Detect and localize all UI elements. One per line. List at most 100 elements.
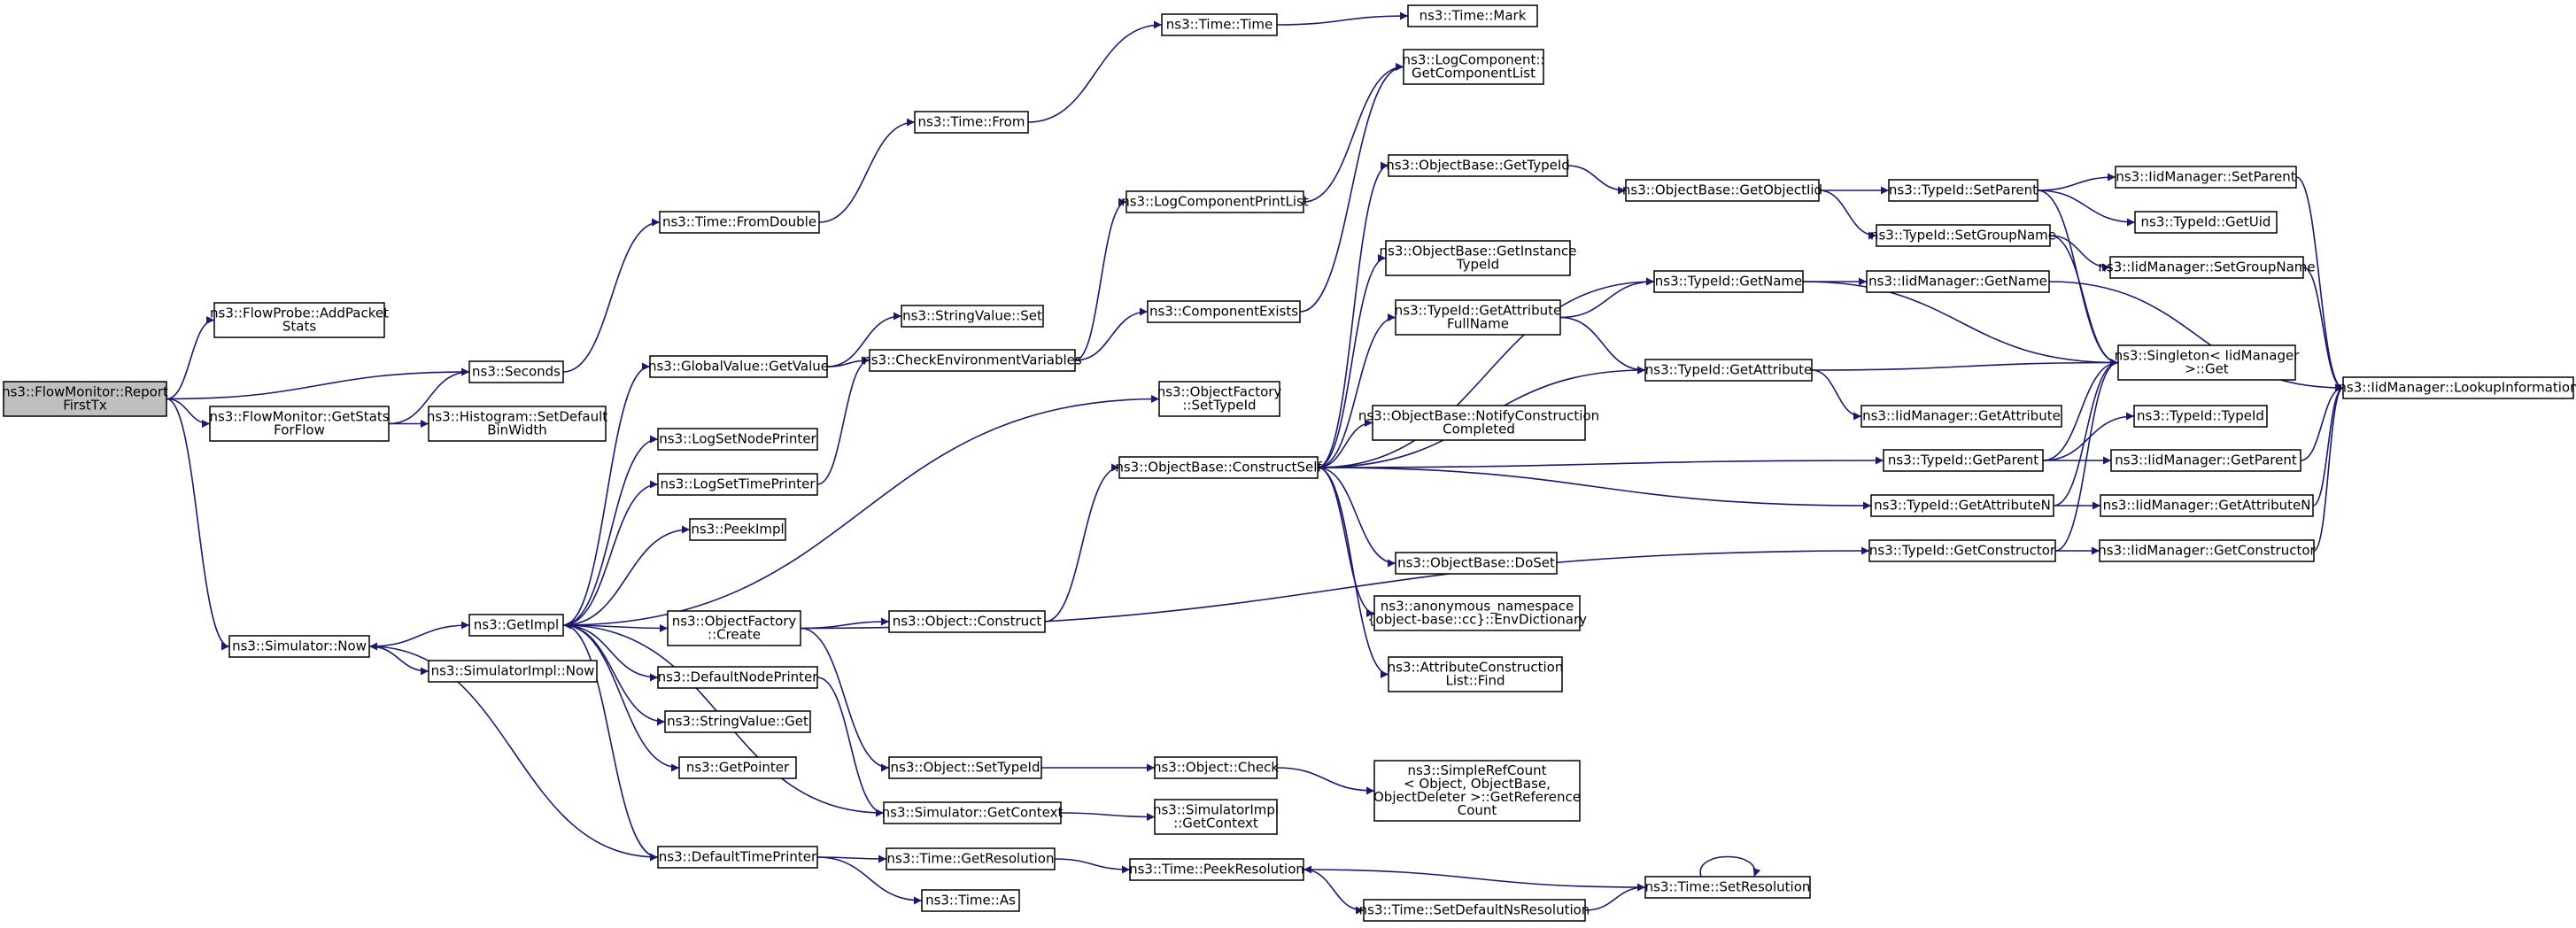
node-label: >::Get — [2185, 361, 2229, 377]
node-checkenv[interactable]: ns3::CheckEnvironmentVariables — [863, 349, 1082, 372]
node-peekres[interactable]: ns3::Time::PeekResolution — [1129, 858, 1304, 881]
node-simimplgetctx[interactable]: ns3::SimulatorImpl::GetContext — [1153, 799, 1279, 835]
edge-tidsetparent-to-iidsetparent — [2037, 173, 2116, 191]
node-obdoset[interactable]: ns3::ObjectBase::DoSet — [1395, 552, 1558, 575]
edge-constructself-to-obnotify — [1317, 419, 1373, 468]
edge — [1317, 313, 1396, 468]
node-seconds[interactable]: ns3::Seconds — [468, 360, 564, 383]
node-label: ns3::IidManager::GetConstructor — [2098, 543, 2316, 559]
node-label: ns3::anonymous_namespace — [1381, 599, 1574, 615]
node-box — [1625, 179, 1820, 202]
node-getimpl[interactable]: ns3::GetImpl — [468, 614, 564, 637]
node-logcompprint[interactable]: ns3::LogComponentPrintList — [1121, 190, 1309, 213]
node-objfcreate[interactable]: ns3::ObjectFactory::Create — [667, 610, 801, 646]
edge — [816, 856, 923, 905]
node-obnotify[interactable]: ns3::ObjectBase::NotifyConstructionCompl… — [1358, 405, 1599, 441]
node-compexists[interactable]: ns3::ComponentExists — [1147, 300, 1301, 323]
node-getcomplist[interactable]: ns3::LogComponent::GetComponentList — [1403, 49, 1545, 85]
edge — [2042, 359, 2119, 461]
node-logsetnode[interactable]: ns3::LogSetNodePrinter — [657, 428, 818, 451]
node-box — [869, 349, 1076, 372]
node-objfsettypeid[interactable]: ns3::ObjectFactory::SetTypeId — [1157, 381, 1282, 417]
node-label: {object-base::cc}::EnvDictionary — [1367, 612, 1587, 628]
node-construct[interactable]: ns3::Object::Construct — [888, 610, 1046, 633]
node-objcheck[interactable]: ns3::Object::Check — [1153, 756, 1279, 779]
node-iidgetctor[interactable]: ns3::IidManager::GetConstructor — [2098, 539, 2317, 562]
node-deftimeprinter[interactable]: ns3::DefaultTimePrinter — [657, 846, 818, 869]
node-label: ns3::ObjectFactory — [1157, 384, 1282, 400]
node-simgetctx[interactable]: ns3::Simulator::GetContext — [882, 801, 1064, 824]
node-iidgetname[interactable]: ns3::IidManager::GetName — [1866, 270, 2050, 293]
edge-seconds-to-fromdouble — [562, 218, 661, 373]
node-obgetobjtid[interactable]: ns3::ObjectBase::GetObjectIid — [1622, 179, 1822, 202]
node-label: ns3::Histogram::SetDefault — [427, 409, 607, 425]
node-timemark[interactable]: ns3::Time::Mark — [1407, 4, 1538, 27]
node-gvgetvalue[interactable]: ns3::GlobalValue::GetValue — [648, 355, 829, 378]
node-logsettime[interactable]: ns3::LogSetTimePrinter — [657, 473, 818, 496]
node-strvalget[interactable]: ns3::StringValue::Get — [664, 710, 811, 733]
node-tidgetattrn[interactable]: ns3::TypeId::GetAttributeN — [1870, 494, 2054, 517]
node-simnow[interactable]: ns3::Simulator::Now — [228, 635, 370, 658]
edge-tidsetgroup-to-iidsetgroup — [2049, 235, 2111, 272]
node-timefrom[interactable]: ns3::Time::From — [914, 111, 1029, 134]
node-iidlookup[interactable]: ns3::IidManager::LookupInformation — [2338, 376, 2576, 399]
node-label: ns3::TypeId::SetParent — [1889, 182, 2038, 198]
node-label: ns3::ObjectBase::GetInstance — [1380, 244, 1577, 259]
node-setdefns[interactable]: ns3::Time::SetDefaultNsResolution — [1359, 899, 1590, 922]
node-timeas[interactable]: ns3::Time::As — [921, 889, 1020, 912]
node-simplerefcount[interactable]: ns3::SimpleRefCount< Object, ObjectBase,… — [1373, 760, 1581, 822]
node-tidsetgroup[interactable]: ns3::TypeId::SetGroupName — [1870, 224, 2056, 247]
edge — [2042, 412, 2135, 461]
node-peekimpl[interactable]: ns3::PeekImpl — [689, 518, 786, 541]
node-constructself[interactable]: ns3::ObjectBase::ConstructSelf — [1115, 456, 1322, 479]
node-label: ns3::Time::SetDefaultNsResolution — [1359, 902, 1590, 918]
edge — [1276, 12, 1409, 26]
node-tidgetattr[interactable]: ns3::TypeId::GetAttribute — [1644, 359, 1813, 382]
edge — [816, 677, 885, 817]
node-simimplnow[interactable]: ns3::SimulatorImpl::Now — [428, 660, 598, 683]
node-iidgetparent[interactable]: ns3::IidManager::GetParent — [2110, 449, 2301, 472]
node-objsettypeid[interactable]: ns3::Object::SetTypeId — [888, 756, 1042, 779]
edge-setdefns-to-setres — [1584, 883, 1646, 911]
node-tidgetparent[interactable]: ns3::TypeId::GetParent — [1883, 449, 2044, 472]
node-iidsetgroup[interactable]: ns3::IidManager::SetGroupName — [2098, 256, 2316, 279]
node-tidgetuid[interactable]: ns3::TypeId::GetUid — [2134, 211, 2278, 234]
node-label: FirstTx — [63, 398, 107, 414]
node-fromdouble[interactable]: ns3::Time::FromDouble — [659, 211, 820, 234]
node-strvalset[interactable]: ns3::StringValue::Set — [901, 305, 1044, 328]
edge — [1811, 369, 1862, 421]
edge-obgetobjtid-to-tidsetgroup — [1818, 189, 1877, 240]
node-defnodeprinter[interactable]: ns3::DefaultNodePrinter — [657, 666, 819, 689]
node-obgettypeid[interactable]: ns3::ObjectBase::GetTypeId — [1386, 154, 1570, 177]
node-tidgetctor[interactable]: ns3::TypeId::GetConstructor — [1868, 539, 2056, 562]
edge-setres-to-peekres — [1303, 865, 1646, 888]
node-tidgetname[interactable]: ns3::TypeId::GetName — [1653, 270, 1804, 293]
edge — [1303, 869, 1365, 915]
node-label: ns3::Time::From — [918, 114, 1025, 130]
edge — [1584, 883, 1646, 911]
node-box — [1154, 799, 1278, 835]
node-getpointer[interactable]: ns3::GetPointer — [678, 756, 797, 779]
node-iidsetparent[interactable]: ns3::IidManager::SetParent — [2115, 166, 2297, 189]
node-iidgetattrn[interactable]: ns3::IidManager::GetAttributeN — [2100, 494, 2314, 517]
node-box — [901, 305, 1044, 328]
node-tidtypeid[interactable]: ns3::TypeId::TypeId — [2133, 405, 2268, 428]
node-getresolution[interactable]: ns3::Time::GetResolution — [886, 847, 1056, 870]
node-singleton[interactable]: ns3::Singleton< IidManager>::Get — [2115, 344, 2301, 381]
node-box — [1653, 270, 1804, 293]
edge-timetime-to-timemark — [1276, 12, 1409, 26]
node-timetime[interactable]: ns3::Time::Time — [1161, 13, 1278, 36]
node-iidgetattr[interactable]: ns3::IidManager::GetAttribute — [1860, 405, 2062, 428]
node-setres[interactable]: ns3::Time::SetResolution — [1644, 876, 1811, 899]
node-envdict[interactable]: ns3::anonymous_namespace{object-base::cc… — [1367, 595, 1587, 631]
node-tidsetparent[interactable]: ns3::TypeId::SetParent — [1888, 179, 2038, 202]
edge-getimpl-to-defnodeprinter — [562, 624, 659, 682]
edge — [826, 312, 902, 367]
